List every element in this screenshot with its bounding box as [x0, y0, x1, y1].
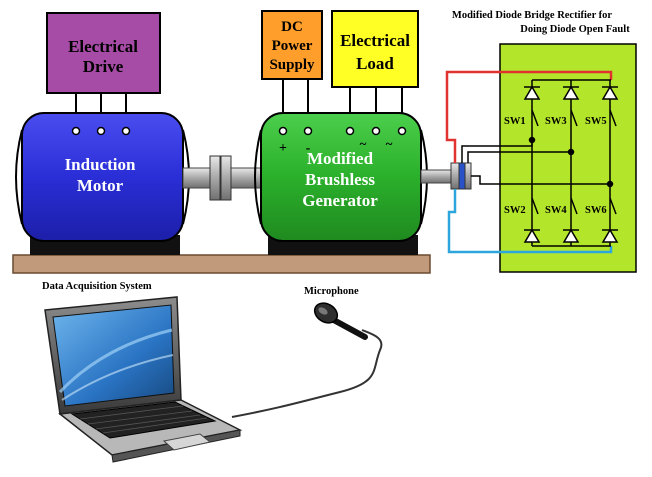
- base-plate: [12, 254, 431, 274]
- plus-sign: +: [279, 141, 287, 156]
- switch-label-sw5: SW5: [585, 116, 607, 127]
- generator-line1: Modified: [307, 149, 374, 168]
- microphone-icon: [231, 302, 383, 418]
- minus-sign: -: [306, 141, 311, 156]
- switch-label-sw1: SW1: [504, 116, 526, 127]
- tilde-sign-2: ~: [386, 136, 393, 151]
- microphone-label: Microphone: [304, 286, 359, 297]
- electrical-drive-line1: Electrical: [68, 37, 138, 56]
- dc-supply-line2: Power: [272, 38, 313, 54]
- rectifier-circuit: [528, 79, 614, 247]
- rectifier-title-line2: Doing Diode Open Fault: [520, 24, 630, 35]
- laptop-icon: [44, 296, 243, 463]
- induction-motor-line1: Induction: [65, 155, 136, 174]
- switch-label-sw6: SW6: [585, 205, 607, 216]
- brushless-generator: + - ~ ~ Modified Brushless Generator: [254, 112, 428, 255]
- dc-supply-line1: DC: [281, 19, 303, 35]
- diodes-top: [523, 85, 619, 100]
- electrical-load-line2: Load: [356, 54, 394, 73]
- induction-motor: Induction Motor: [15, 112, 190, 255]
- electrical-load-line1: Electrical: [340, 31, 410, 50]
- diodes-bottom: [523, 228, 619, 243]
- induction-motor-line2: Motor: [77, 176, 124, 195]
- dc-power-supply-box: DC Power Supply: [261, 10, 323, 80]
- electrical-load-box: Electrical Load: [331, 10, 419, 88]
- switch-label-sw2: SW2: [504, 205, 526, 216]
- electrical-drive-line2: Drive: [83, 57, 124, 76]
- shaft-coupling: [182, 155, 262, 201]
- tilde-sign-1: ~: [360, 136, 367, 151]
- generator-line2: Brushless: [305, 170, 375, 189]
- dc-supply-line3: Supply: [269, 57, 315, 73]
- electrical-drive-box: Electrical Drive: [46, 12, 161, 94]
- generator-line3: Generator: [302, 191, 378, 210]
- switch-label-sw3: SW3: [545, 116, 567, 127]
- switch-contacts: [531, 109, 617, 215]
- rectifier-title-line1: Modified Diode Bridge Rectifier for: [452, 10, 613, 21]
- generator-shaft-slip-ring: [420, 162, 472, 190]
- switch-label-sw4: SW4: [545, 205, 567, 216]
- daq-label: Data Acquisition System: [42, 281, 152, 292]
